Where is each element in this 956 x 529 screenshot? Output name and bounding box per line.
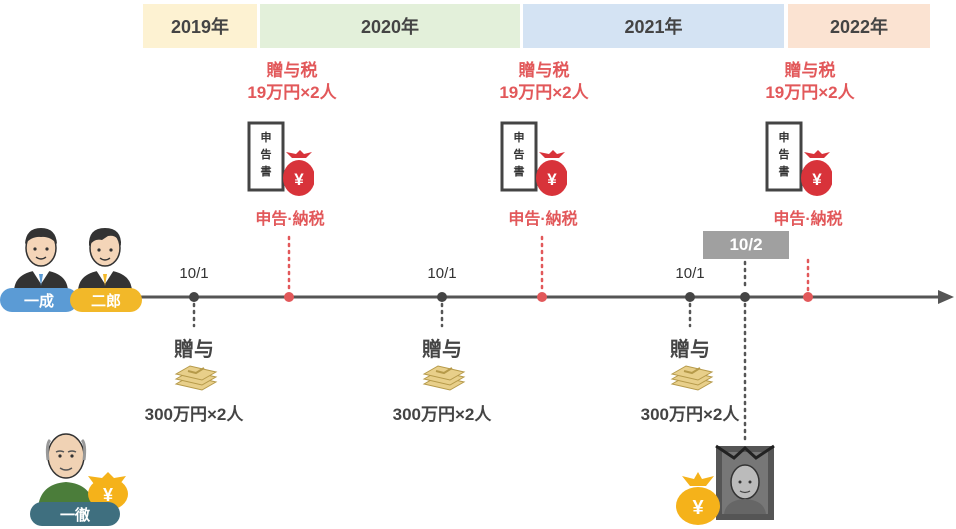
son-ichinari-avatar xyxy=(14,228,68,292)
tax-title: 贈与税 xyxy=(784,61,836,80)
father-ittetsu-avatar: ¥ xyxy=(38,433,128,508)
tax-title: 贈与税 xyxy=(266,61,318,80)
doc-char: 告 xyxy=(261,147,272,161)
doc-char: 書 xyxy=(779,164,790,178)
son-ichinari-label: 一成 xyxy=(0,288,78,312)
gift-dot xyxy=(685,292,695,302)
doc-char: 書 xyxy=(261,164,272,178)
doc-char: 申 xyxy=(514,130,525,144)
gift-date: 10/1 xyxy=(179,265,209,282)
father-ittetsu-label: 一徹 xyxy=(30,502,120,526)
doc-char: 申 xyxy=(779,130,790,144)
gift-dot xyxy=(189,292,199,302)
yen-glyph: ¥ xyxy=(812,170,822,189)
filing-label: 申告·納税 xyxy=(773,211,843,228)
year-label: 2020年 xyxy=(360,17,420,37)
memorial-portrait-icon xyxy=(715,444,775,520)
year-label: 2019年 xyxy=(170,17,230,37)
doc-char: 書 xyxy=(514,164,525,178)
doc-char: 告 xyxy=(514,147,525,161)
son-jiro-label: 二郎 xyxy=(70,288,142,312)
yen-glyph: ¥ xyxy=(294,170,304,189)
year-2022: 2022年 xyxy=(788,4,930,48)
year-2021: 2021年 xyxy=(523,4,784,48)
death-dot xyxy=(740,292,750,302)
yen-glyph: ¥ xyxy=(547,170,557,189)
tax-title: 贈与税 xyxy=(518,61,570,80)
gift-amount: 300万円×2人 xyxy=(392,405,492,424)
gift-label: 贈与 xyxy=(422,339,462,361)
gift-label: 贈与 xyxy=(174,339,214,361)
year-2020: 2020年 xyxy=(260,4,520,48)
gift-amount: 300万円×2人 xyxy=(144,405,244,424)
tax-return-icon: 申 告 書 ¥ xyxy=(247,121,314,196)
tax-label-2020: 贈与税 19万円×2人 xyxy=(222,60,362,104)
son-jiro-avatar xyxy=(78,228,132,292)
timeline-arrowhead xyxy=(938,290,954,304)
doc-char: 告 xyxy=(779,147,790,161)
tax-amount: 19万円×2人 xyxy=(247,83,337,102)
year-2019: 2019年 xyxy=(143,4,257,48)
year-label: 2022年 xyxy=(829,17,889,37)
gift-date: 10/1 xyxy=(427,265,457,282)
tax-label-2021: 贈与税 19万円×2人 xyxy=(474,60,614,104)
inheritance-money-bag-icon: ¥ xyxy=(676,472,720,525)
tax-amount: 19万円×2人 xyxy=(499,83,589,102)
filing-label: 申告·納税 xyxy=(508,211,578,228)
gift-amount: 300万円×2人 xyxy=(640,405,740,424)
filing-label: 申告·納税 xyxy=(255,211,325,228)
yen-glyph: ¥ xyxy=(692,497,704,519)
tax-return-icon: 申 告 書 ¥ xyxy=(765,121,832,196)
death-date-box: 10/2 xyxy=(703,231,789,259)
tax-dot xyxy=(284,292,294,302)
tax-label-2022: 贈与税 19万円×2人 xyxy=(740,60,880,104)
cash-bundle-icon xyxy=(422,365,466,391)
cash-bundle-icon xyxy=(670,365,714,391)
cash-bundle-icon xyxy=(174,365,218,391)
tax-return-icon: 申 告 書 ¥ xyxy=(500,121,567,196)
year-label: 2021年 xyxy=(624,17,683,37)
tax-amount: 19万円×2人 xyxy=(765,83,855,102)
doc-char: 申 xyxy=(261,130,272,144)
gift-label: 贈与 xyxy=(670,339,710,361)
gift-dot xyxy=(437,292,447,302)
yen-glyph: ¥ xyxy=(103,485,113,505)
gift-date: 10/1 xyxy=(675,265,705,282)
tax-dot xyxy=(803,292,813,302)
tax-dot xyxy=(537,292,547,302)
